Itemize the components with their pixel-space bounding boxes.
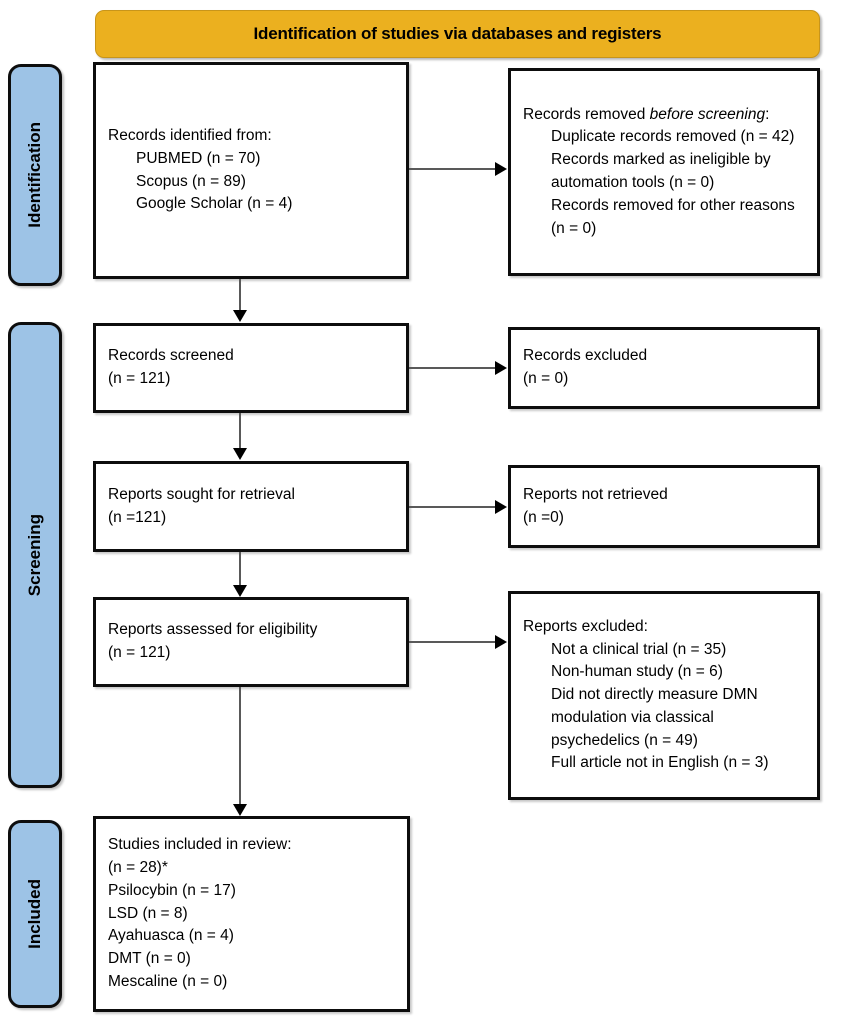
connector-identified-to-screened (239, 279, 241, 312)
box-records-removed-body: Records removed before screening: Duplic… (511, 104, 817, 241)
heading-italic: before screening (649, 105, 766, 123)
arrowhead-right-icon (495, 361, 507, 375)
text-line: DMT (n = 0) (108, 950, 191, 968)
text-line: Records removed for other reasons (n = 0… (551, 196, 800, 237)
box-reports-not-retrieved-body: Reports not retrieved (n =0) (511, 484, 817, 530)
arrowhead-down-icon (233, 585, 247, 597)
box-reports-not-retrieved: Reports not retrieved (n =0) (508, 465, 820, 548)
text-line-heading: Records removed before screening: (523, 104, 805, 127)
connector-sought-to-notretrieved (409, 506, 497, 508)
box-records-screened: Records screened (n = 121) (93, 323, 409, 413)
text-line: Scopus (n = 89) (136, 172, 246, 190)
box-reports-assessed-body: Reports assessed for eligibility (n = 12… (96, 619, 406, 665)
text-line: Ayahuasca (n = 4) (108, 927, 234, 945)
stage-label-included-text: Included (25, 879, 44, 949)
text-line: PUBMED (n = 70) (136, 149, 261, 167)
text-line: Google Scholar (n = 4) (136, 195, 293, 213)
text-line: LSD (n = 8) (108, 904, 188, 922)
connector-assessed-to-repexcluded (409, 641, 497, 643)
box-records-identified-body: Records identified from: PUBMED (n = 70)… (96, 125, 406, 216)
connector-screened-to-excluded (409, 367, 497, 369)
arrowhead-right-icon (495, 162, 507, 176)
box-studies-included: Studies included in review: (n = 28)* Ps… (93, 816, 410, 1012)
box-records-excluded-body: Records excluded (n = 0) (511, 345, 817, 391)
stage-label-screening-text: Screening (25, 513, 44, 597)
box-reports-excluded: Reports excluded: Not a clinical trial (… (508, 591, 820, 800)
connector-screened-to-sought (239, 413, 241, 449)
text-line: Reports excluded: (523, 617, 648, 635)
text-line: Non-human study (n = 6) (551, 663, 723, 681)
text-line: (n = 121) (108, 644, 171, 661)
text-line: Records excluded (523, 347, 648, 365)
box-records-excluded: Records excluded (n = 0) (508, 327, 820, 409)
box-records-screened-body: Records screened (n = 121) (96, 345, 406, 391)
text-line: (n =0) (523, 508, 564, 526)
text-line: Studies included in review: (108, 836, 292, 854)
text-line: Full article not in English (n = 3) (551, 754, 769, 772)
text-line: Records identified from: (108, 126, 272, 144)
connector-sought-to-assessed (239, 552, 241, 586)
text-line: (n = 28)* (108, 859, 168, 877)
text-line: Reports assessed for eligibility (108, 621, 318, 639)
text-line: Did not directly measure DMN modulation … (551, 686, 763, 749)
connector-assessed-to-included (239, 687, 241, 805)
stage-label-identification: Identification (8, 64, 62, 286)
arrowhead-down-icon (233, 804, 247, 816)
arrowhead-right-icon (495, 635, 507, 649)
box-studies-included-body: Studies included in review: (n = 28)* Ps… (96, 834, 407, 993)
text-line: Duplicate records removed (n = 42) (551, 128, 795, 146)
text-line: Records screened (108, 347, 234, 365)
box-records-removed: Records removed before screening: Duplic… (508, 68, 820, 276)
diagram-header-banner: Identification of studies via databases … (95, 10, 820, 58)
box-records-identified: Records identified from: PUBMED (n = 70)… (93, 62, 409, 279)
box-reports-sought-body: Reports sought for retrieval (n =121) (96, 484, 406, 530)
text-line: Not a clinical trial (n = 35) (551, 640, 727, 658)
box-reports-sought: Reports sought for retrieval (n =121) (93, 461, 409, 552)
box-reports-excluded-body: Reports excluded: Not a clinical trial (… (511, 616, 817, 775)
diagram-title: Identification of studies via databases … (253, 24, 662, 43)
text-line: Psilocybin (n = 17) (108, 881, 236, 899)
text-line: Reports sought for retrieval (108, 485, 295, 503)
text-line: Records marked as ineligible by automati… (551, 151, 775, 191)
stage-label-screening: Screening (8, 322, 62, 788)
text-line: (n =121) (108, 508, 167, 526)
stage-label-included: Included (8, 820, 62, 1008)
text-line: (n = 0) (523, 370, 569, 387)
stage-label-identification-text: Identification (25, 122, 44, 228)
text-line: (n = 121) (108, 370, 171, 387)
arrowhead-down-icon (233, 310, 247, 322)
arrowhead-down-icon (233, 448, 247, 460)
box-reports-assessed: Reports assessed for eligibility (n = 12… (93, 597, 409, 687)
heading-post: : (765, 105, 770, 123)
arrowhead-right-icon (495, 500, 507, 514)
connector-identified-to-removed (409, 168, 497, 170)
text-line: Mescaline (n = 0) (108, 972, 228, 990)
heading-pre: Records removed (523, 105, 650, 123)
text-line: Reports not retrieved (523, 485, 668, 503)
